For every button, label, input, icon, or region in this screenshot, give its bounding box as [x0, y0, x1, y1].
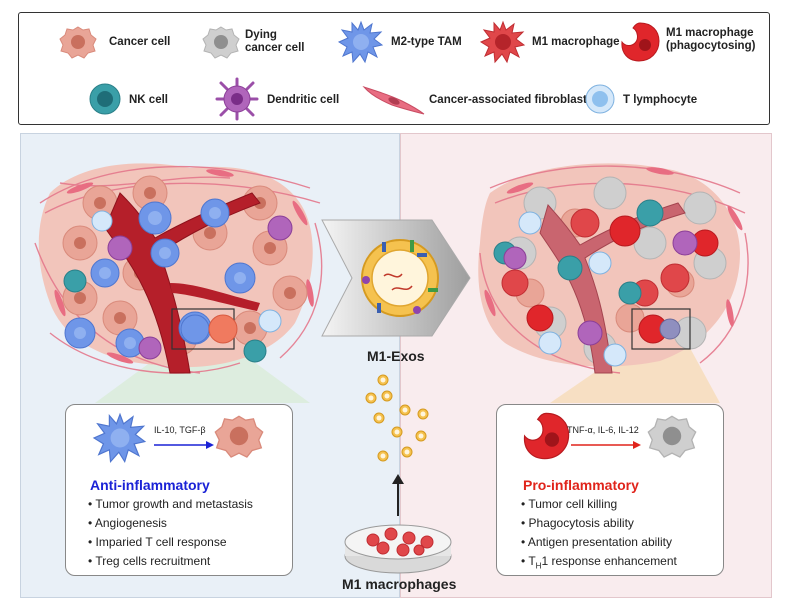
legend-fibroblast: Cancer-associated fibroblast [429, 94, 587, 106]
left-tumor-illustration [34, 163, 323, 403]
pro-bullet-4-prefix: • T [521, 554, 536, 568]
pro-bullet-3: • Antigen presentation ability [521, 535, 672, 549]
pro-bullet-4-sub: H [535, 561, 542, 571]
pro-bullet-4: • TH1 response enhancement [521, 554, 677, 570]
legend-nk-cell: NK cell [129, 94, 168, 106]
right-tumor-illustration [478, 163, 749, 403]
petri-dish-icon [344, 524, 452, 574]
anti-cytokines-label: IL-10, TGF-β [154, 425, 206, 435]
dying-cancer-cell-icon [202, 26, 240, 59]
dying-cancer-cell-icon [647, 415, 697, 458]
anti-inflammatory-box: IL-10, TGF-β Anti-inflammatory • Tumor g… [65, 404, 293, 576]
pro-bullet-4-suffix: 1 response enhancement [541, 554, 677, 568]
m2-tam-icon [92, 412, 147, 464]
pro-bullet-2: • Phagocytosis ability [521, 516, 634, 530]
upward-arrow [392, 474, 404, 516]
m1-macrophages-label: M1 macrophages [342, 576, 457, 592]
nk-cell-icon [89, 83, 121, 115]
legend-m1-phagocytosing: M1 macrophage (phagocytosing) [666, 27, 755, 53]
exosome-particles [365, 374, 429, 462]
legend-m1-macrophage: M1 macrophage [532, 36, 620, 48]
legend-dendritic-cell: Dendritic cell [267, 94, 340, 106]
m2-tam-icon [337, 20, 384, 64]
m1-phagocytosing-icon [621, 22, 660, 62]
pro-inflammatory-box: TNF-α, IL-6, IL-12 Pro-inflammatory • Tu… [496, 404, 724, 576]
anti-bullet-1: • Tumor growth and metastasis [88, 497, 253, 511]
dendritic-cell-icon [215, 77, 259, 121]
anti-inflammatory-title: Anti-inflammatory [90, 477, 210, 493]
legend-phago-line1: M1 macrophage [666, 27, 754, 39]
m1-exos-label: M1-Exos [367, 348, 425, 364]
legend-cancer-cell: Cancer cell [109, 36, 171, 48]
m1-macrophage-icon [479, 20, 526, 64]
legend-m2-tam: M2-type TAM [391, 36, 462, 48]
legend-phago-line2: (phagocytosing) [666, 40, 756, 52]
red-arrow-icon [571, 441, 641, 449]
cancer-cell-icon [59, 26, 97, 59]
pro-bullet-1: • Tumor cell killing [521, 497, 618, 511]
legend-dying-line2: cancer cell [245, 42, 305, 54]
legend-box: Cancer cell Dying cancer cell M2-type TA… [18, 12, 770, 125]
cancer-cell-icon [214, 415, 264, 458]
anti-bullet-2: • Angiogenesis [88, 516, 167, 530]
legend-dying-cancer-cell: Dying cancer cell [245, 29, 304, 55]
fibroblast-icon [362, 85, 425, 115]
exosome-chevron [321, 219, 471, 337]
legend-dying-line1: Dying [245, 29, 277, 41]
t-lymphocyte-icon [585, 84, 615, 114]
pro-inflammatory-title: Pro-inflammatory [523, 477, 639, 493]
legend-t-lymphocyte: T lymphocyte [623, 94, 698, 106]
anti-bullet-4: • Treg cells recruitment [88, 554, 211, 568]
pro-cytokines-label: TNF-α, IL-6, IL-12 [567, 425, 639, 435]
anti-bullet-3: • Imparied T cell response [88, 535, 227, 549]
blue-arrow-icon [154, 441, 214, 449]
m1-phagocytosing-icon [523, 412, 570, 460]
